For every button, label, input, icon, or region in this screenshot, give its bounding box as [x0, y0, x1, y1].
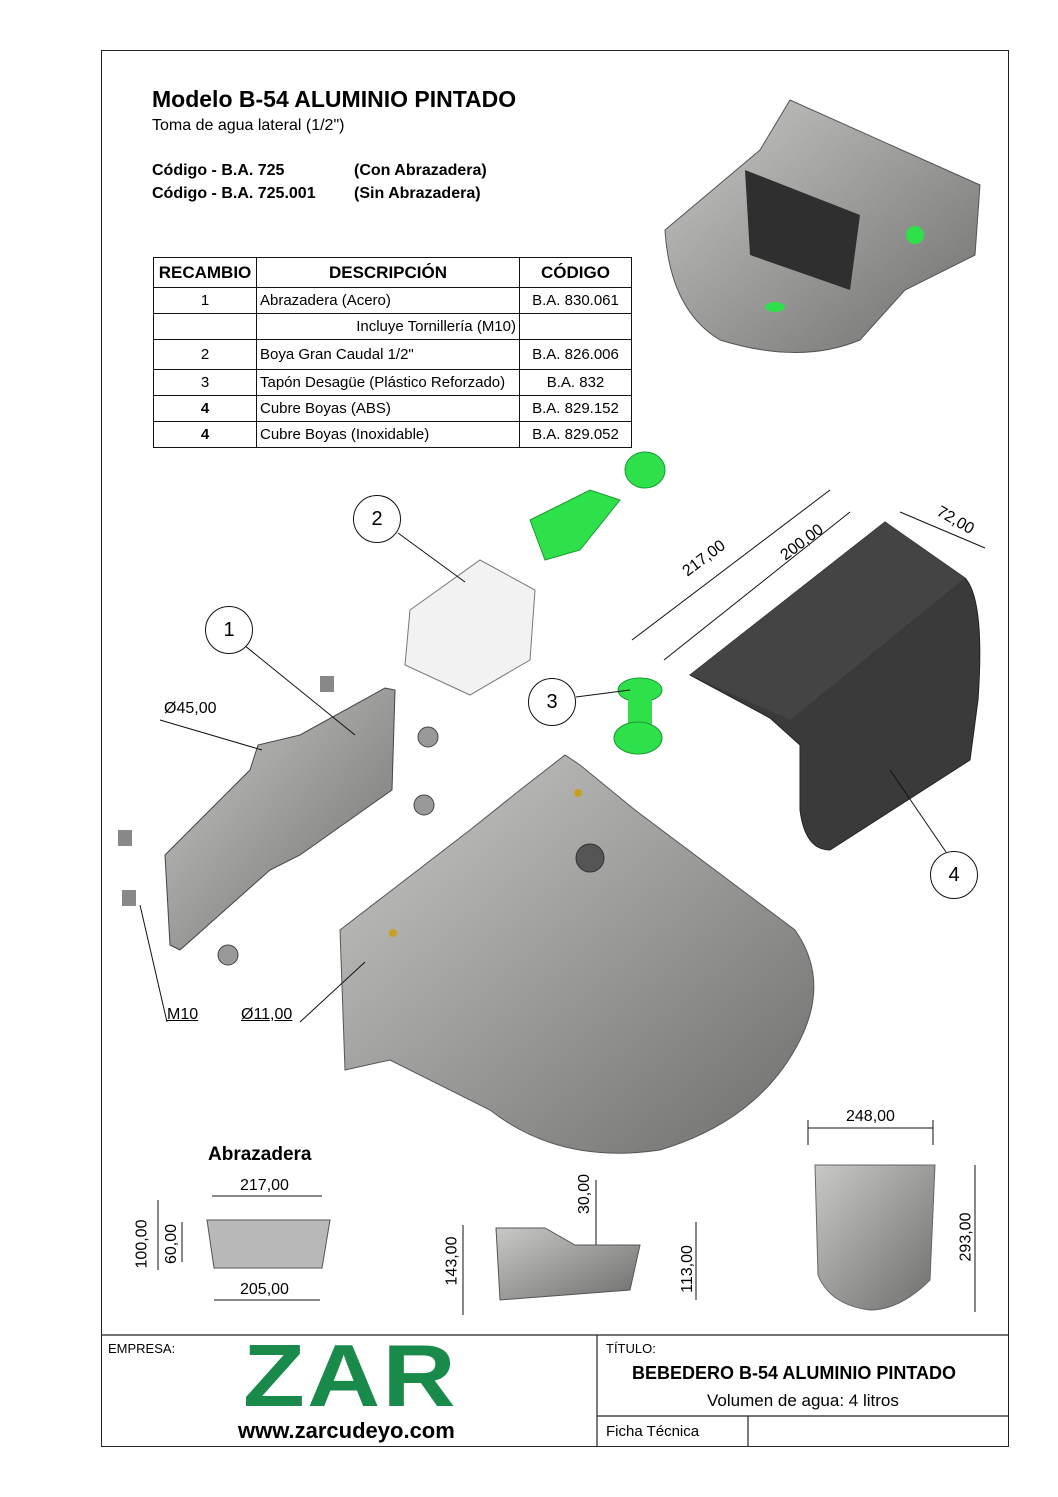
table-header: RECAMBIO DESCRIPCIÓN CÓDIGO — [153, 257, 632, 288]
cell: 2 — [153, 339, 257, 370]
title-block-lines — [101, 1334, 1009, 1447]
clamp-front-view — [206, 1219, 331, 1269]
cell — [519, 313, 632, 340]
drawing-frame — [101, 50, 1009, 1447]
cell: 3 — [153, 369, 257, 396]
cell: Abrazadera (Acero) — [256, 287, 520, 314]
cell: Cubre Boyas (ABS) — [256, 395, 520, 422]
clamp-view-title: Abrazadera — [208, 1144, 312, 1165]
dim-clamp-bottom-width: 205,00 — [240, 1281, 289, 1298]
cell: Cubre Boyas (Inoxidable) — [256, 421, 520, 448]
code-without-clamp: Código - B.A. 725.001 — [152, 185, 316, 202]
dimension-lines — [139, 489, 986, 1315]
callout-4: 4 — [930, 851, 978, 899]
callout-3: 3 — [528, 678, 576, 726]
cell: Incluye Tornillería (M10) — [256, 313, 520, 340]
company-label: EMPRESA: — [108, 1341, 176, 1356]
clamp-part-image — [118, 676, 439, 966]
code-without-clamp-note: (Sin Abrazadera) — [354, 185, 481, 202]
dim-clamp-hole-spacing: 60,00 — [163, 1223, 181, 1265]
header-codigo: CÓDIGO — [519, 257, 632, 288]
bowl-part-image — [339, 754, 815, 1154]
dim-clamp-diameter: Ø45,00 — [164, 700, 217, 717]
title-label: TÍTULO: — [606, 1341, 656, 1356]
cell: B.A. 832 — [519, 369, 632, 396]
document-type: Ficha Técnica — [606, 1423, 700, 1440]
dim-bolt: M10 — [167, 1006, 199, 1023]
zar-logo: ZAR — [243, 1326, 458, 1425]
cell: B.A. 830.061 — [519, 287, 632, 314]
float-part-image — [404, 451, 666, 696]
float-cover-image — [689, 521, 981, 851]
dim-hole-diameter: Ø11,00 — [241, 1006, 293, 1023]
bowl-top-view — [814, 1164, 936, 1311]
dim-bowl-width: 248,00 — [846, 1108, 895, 1125]
bowl-side-view — [495, 1227, 641, 1301]
dim-clamp-height: 100,00 — [133, 1219, 151, 1269]
table-row: Incluye Tornillería (M10) — [153, 313, 632, 340]
header-descripcion: DESCRIPCIÓN — [256, 257, 520, 288]
cell: 4 — [153, 421, 257, 448]
dim-bowl-lower: 113,00 — [678, 1245, 696, 1293]
code-with-clamp: Código - B.A. 725 — [152, 162, 285, 179]
cell: 1 — [153, 287, 257, 314]
cell: Boya Gran Caudal 1/2" — [256, 339, 520, 370]
dim-bowl-height: 143,00 — [443, 1236, 461, 1286]
model-subtitle: Toma de agua lateral (1/2") — [152, 117, 345, 134]
dim-clamp-top-width: 217,00 — [240, 1177, 289, 1194]
dim-bowl-step: 30,00 — [576, 1173, 594, 1215]
model-title: Modelo B-54 ALUMINIO PINTADO — [152, 86, 517, 112]
drain-plug-image — [613, 677, 663, 755]
company-website[interactable]: www.zarcudeyo.com — [238, 1418, 455, 1443]
cell: B.A. 826.006 — [519, 339, 632, 370]
water-volume: Volumen de agua: 4 litros — [707, 1391, 899, 1410]
float-valve-green — [906, 226, 924, 244]
callout-1: 1 — [205, 606, 253, 654]
dim-bowl-depth: 293,00 — [957, 1212, 975, 1262]
code-with-clamp-note: (Con Abrazadera) — [354, 162, 487, 179]
cell: B.A. 829.052 — [519, 421, 632, 448]
cell: B.A. 829.152 — [519, 395, 632, 422]
assembled-drinker-image — [664, 99, 981, 353]
document-title: BEBEDERO B-54 ALUMINIO PINTADO — [632, 1363, 957, 1383]
callout-2: 2 — [353, 495, 401, 543]
